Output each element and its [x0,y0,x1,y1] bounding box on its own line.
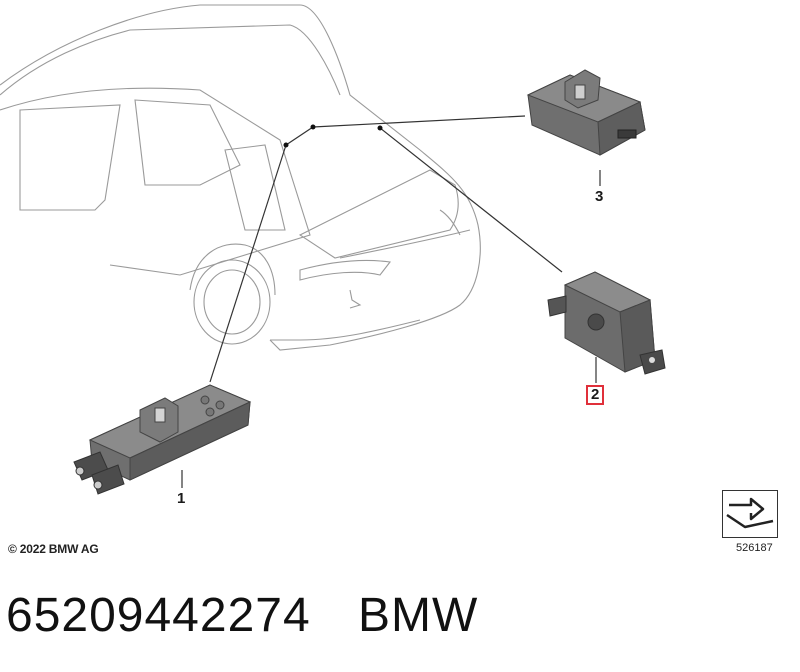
diagram-navigation-arrow-icon [726,497,774,529]
diagram-navigation-button[interactable] [722,490,778,538]
brand-name: BMW [358,589,479,642]
connection-points [283,124,383,148]
copyright-notice: © 2022 BMW AG [8,542,99,556]
part-2-antenna-amplifier[interactable] [547,271,666,375]
callout-3[interactable]: 3 [595,188,604,205]
part-number: 65209442274 [6,589,311,642]
part-3-antenna-amplifier[interactable] [526,69,646,156]
part-1-antenna-amplifier[interactable] [73,384,252,495]
callout-2-highlighted[interactable]: 2 [586,385,605,405]
car-outline [0,4,481,351]
callout-1[interactable]: 1 [177,490,186,507]
leader-lines [181,115,601,488]
diagram-id: 526187 [736,542,773,554]
